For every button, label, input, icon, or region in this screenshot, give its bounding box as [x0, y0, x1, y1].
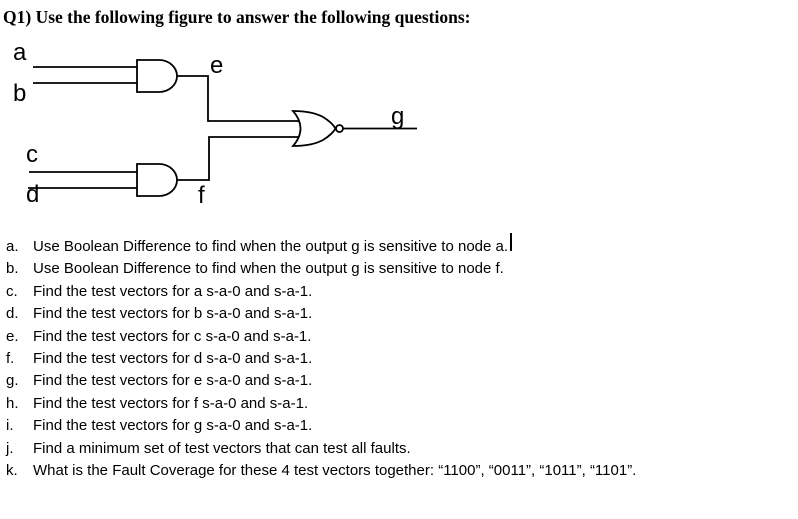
question-letter: d.: [6, 305, 19, 323]
question-item-f: f. Find the test vectors for d s-a-0 and…: [6, 348, 788, 370]
question-text: Use Boolean Difference to find when the …: [33, 238, 509, 255]
question-letter: h.: [6, 394, 19, 412]
question-letter: c.: [6, 282, 18, 300]
question-letter: g.: [6, 372, 19, 390]
label-input-b: b: [13, 80, 26, 107]
label-net-e: e: [210, 52, 223, 79]
question-letter: e.: [6, 327, 19, 345]
question-title: Q1) Use the following figure to answer t…: [3, 7, 471, 27]
question-text: Find the test vectors for a s-a-0 and s-…: [33, 282, 313, 300]
question-letter: k.: [6, 462, 18, 480]
question-letter: f.: [6, 350, 15, 368]
question-text: Use Boolean Difference to find when the …: [33, 260, 504, 278]
text-cursor: [510, 233, 512, 251]
wire-net-f: [177, 136, 299, 181]
question-item-h: h. Find the test vectors for f s-a-0 and…: [6, 393, 788, 415]
question-text: Find the test vectors for f s-a-0 and s-…: [33, 394, 309, 412]
question-item-i: i. Find the test vectors for g s-a-0 and…: [6, 415, 788, 437]
question-text: Find the test vectors for g s-a-0 and s-…: [33, 417, 313, 435]
question-item-g: g. Find the test vectors for e s-a-0 and…: [6, 370, 788, 392]
wire-net-e: [177, 75, 299, 122]
question-letter: j.: [6, 439, 14, 457]
question-text: Find the test vectors for d s-a-0 and s-…: [33, 350, 313, 368]
question-letter: a.: [6, 238, 19, 255]
label-output-g: g: [391, 103, 404, 130]
question-item-c: c. Find the test vectors for a s-a-0 and…: [6, 281, 788, 303]
question-item-b: b. Use Boolean Difference to find when t…: [6, 258, 788, 280]
label-net-f: f: [198, 182, 205, 209]
question-item-j: j. Find a minimum set of test vectors th…: [6, 438, 788, 460]
question-text: Find the test vectors for b s-a-0 and s-…: [33, 305, 313, 323]
and-gate-top: [136, 59, 178, 93]
label-input-c: c: [26, 141, 38, 168]
label-input-a: a: [13, 40, 27, 66]
question-letter: b.: [6, 260, 19, 278]
question-item-d: d. Find the test vectors for b s-a-0 and…: [6, 303, 788, 325]
circuit-figure: a b c d e f g: [13, 40, 417, 209]
label-input-d: d: [26, 181, 39, 208]
question-letter: i.: [6, 417, 14, 435]
question-item-e: e. Find the test vectors for c s-a-0 and…: [6, 326, 788, 348]
question-text: Find the test vectors for e s-a-0 and s-…: [33, 372, 313, 390]
question-item-a: a. Use Boolean Difference to find when t…: [6, 233, 788, 258]
question-list: a. Use Boolean Difference to find when t…: [6, 233, 788, 482]
question-item-k: k. What is the Fault Coverage for these …: [6, 460, 788, 482]
nor-gate: [291, 110, 337, 147]
question-text: What is the Fault Coverage for these 4 t…: [33, 462, 637, 480]
question-text: Find a minimum set of test vectors that …: [33, 439, 411, 457]
nor-gate-bubble: [335, 124, 344, 133]
question-text: Find the test vectors for c s-a-0 and s-…: [33, 327, 312, 345]
and-gate-bottom: [136, 163, 178, 197]
